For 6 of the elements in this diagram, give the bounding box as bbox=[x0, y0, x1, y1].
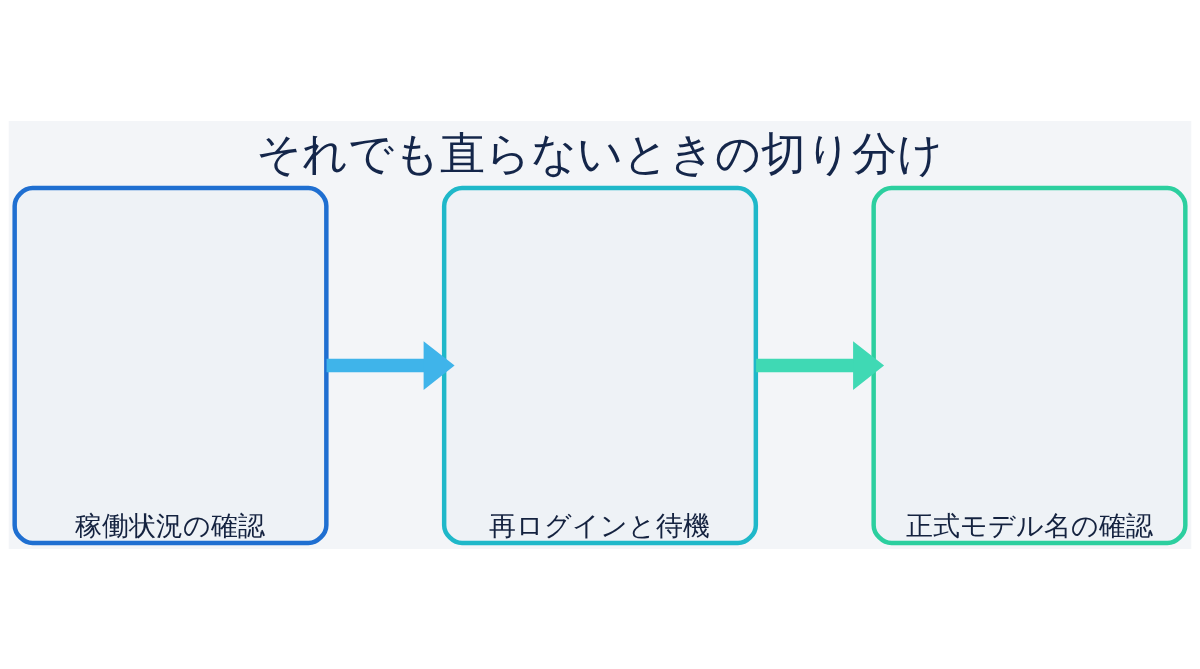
node-box: 稼働状況の確認 bbox=[12, 185, 329, 545]
arrow bbox=[326, 340, 455, 390]
node-box: 正式モデル名の確認 bbox=[871, 185, 1188, 545]
node-box: 再ログインと待機 bbox=[441, 185, 759, 545]
arrow bbox=[756, 340, 885, 390]
diagram-title: それでも直らないときの切り分け bbox=[256, 126, 944, 180]
